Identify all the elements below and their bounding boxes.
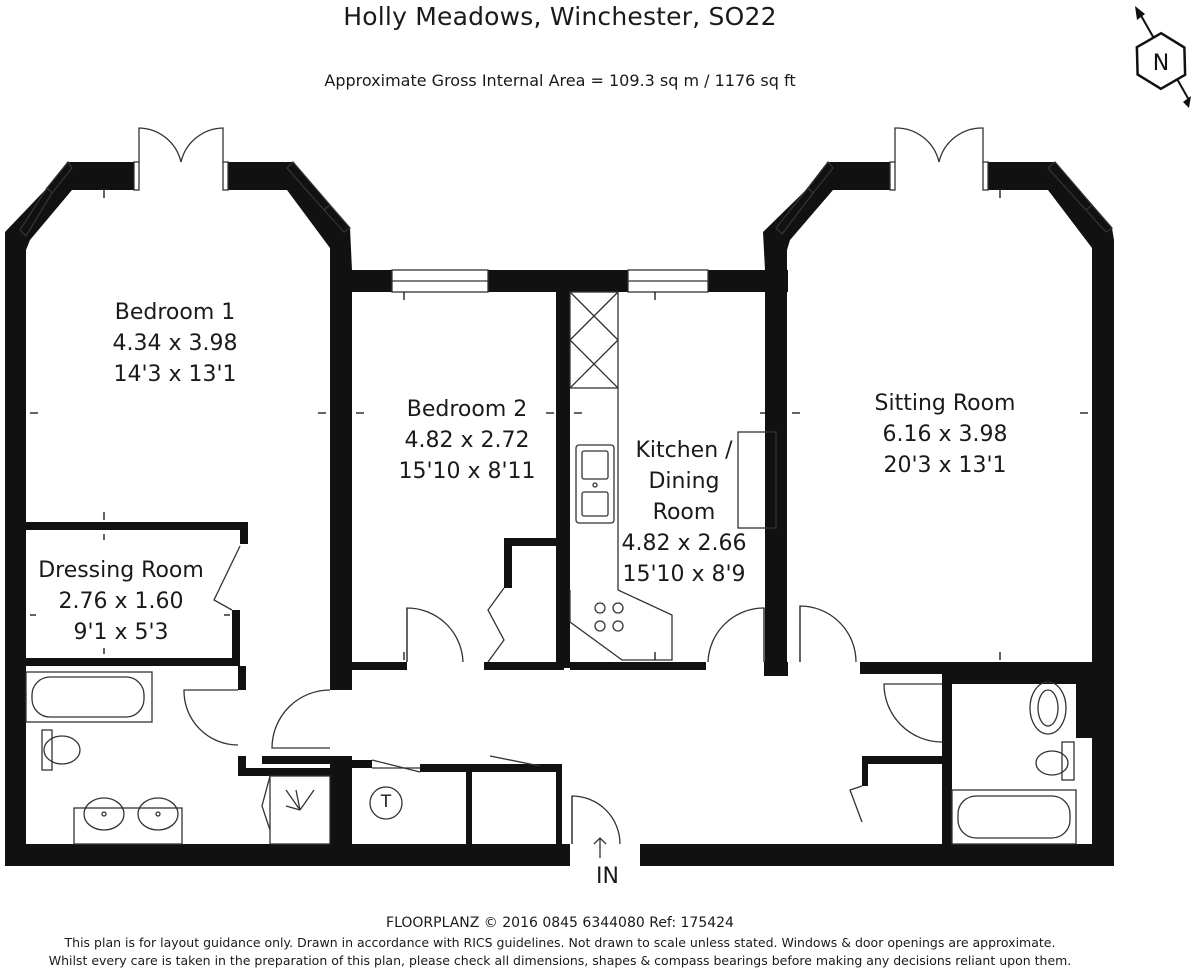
footer-ref: FLOORPLANZ © 2016 0845 6344080 Ref: 1754… bbox=[386, 915, 734, 931]
room-metric: 2.76 x 1.60 bbox=[58, 589, 184, 614]
room-metric: 4.82 x 2.66 bbox=[621, 531, 747, 556]
room-bedroom-2: Bedroom 2 4.82 x 2.72 15'10 x 8'11 bbox=[367, 394, 567, 487]
room-name: Bedroom 2 bbox=[406, 397, 528, 422]
room-bedroom-1: Bedroom 1 4.34 x 3.98 14'3 x 13'1 bbox=[60, 297, 290, 390]
entrance-label: IN bbox=[596, 864, 619, 889]
room-imperial: 15'10 x 8'11 bbox=[398, 459, 536, 484]
room-sitting: Sitting Room 6.16 x 3.98 20'3 x 13'1 bbox=[835, 388, 1055, 481]
room-name-line1: Kitchen / bbox=[635, 438, 733, 463]
room-imperial: 14'3 x 13'1 bbox=[113, 362, 237, 387]
tank-label: T bbox=[380, 792, 392, 812]
room-name: Bedroom 1 bbox=[114, 300, 236, 325]
footer-disclaimer-1: This plan is for layout guidance only. D… bbox=[64, 935, 1056, 950]
walls bbox=[5, 162, 1114, 866]
room-imperial: 20'3 x 13'1 bbox=[883, 453, 1007, 478]
plan-title: Holly Meadows, Winchester, SO22 bbox=[343, 2, 777, 31]
gross-area: Approximate Gross Internal Area = 109.3 … bbox=[324, 71, 796, 90]
room-imperial: 15'10 x 8'9 bbox=[622, 562, 746, 587]
fixtures bbox=[19, 127, 1113, 858]
room-dressing: Dressing Room 2.76 x 1.60 9'1 x 5'3 bbox=[26, 555, 216, 648]
room-name-line3: Room bbox=[652, 500, 716, 525]
room-metric: 4.82 x 2.72 bbox=[404, 428, 530, 453]
room-name: Dressing Room bbox=[38, 558, 204, 583]
room-metric: 6.16 x 3.98 bbox=[882, 422, 1008, 447]
room-name-line2: Dining bbox=[648, 469, 720, 494]
compass-letter: N bbox=[1153, 51, 1169, 76]
room-kitchen: Kitchen / Dining Room 4.82 x 2.66 15'10 … bbox=[594, 435, 774, 590]
footer-disclaimer-2: Whilst every care is taken in the prepar… bbox=[48, 953, 1072, 968]
room-metric: 4.34 x 3.98 bbox=[112, 331, 238, 356]
room-name: Sitting Room bbox=[874, 391, 1016, 416]
room-imperial: 9'1 x 5'3 bbox=[73, 620, 169, 645]
north-arrow-icon: N bbox=[1135, 6, 1191, 108]
